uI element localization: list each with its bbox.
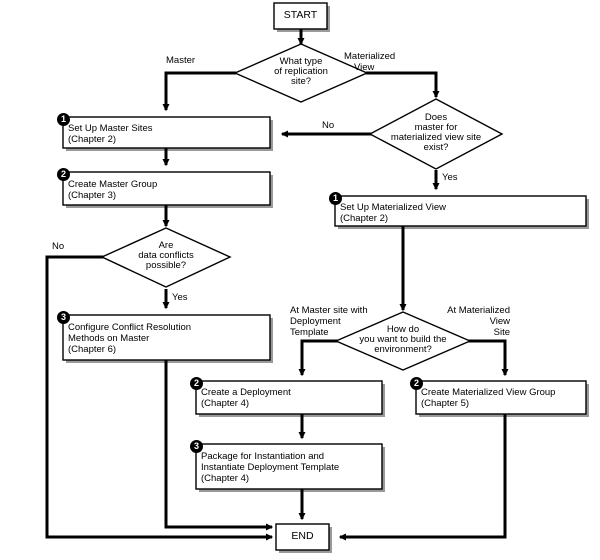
box-package-instantiate-deployment-template	[195, 443, 383, 490]
edge-label-materialized-view-line1: Materialized	[344, 51, 396, 62]
box-label-package-line2: Instantiate Deployment Template	[201, 462, 340, 473]
edge-mv-group-to-end	[338, 413, 507, 541]
diamond-replication-type-line2: of replication	[274, 66, 328, 77]
edge-build-at-master-site	[298, 339, 338, 377]
box-label-set-up-master-sites-line1: Set Up Master Sites	[68, 123, 153, 134]
diamond-data-conflicts	[100, 227, 232, 288]
box-set-up-materialized-view	[334, 195, 587, 227]
diamond-master-exists	[368, 98, 504, 170]
edge-label-at-master-site-line3: Template	[290, 327, 329, 338]
box-label-configure-conflict-resolution-line3: (Chapter 6)	[68, 344, 117, 355]
box-label-configure-conflict-resolution-line2: Methods on Master	[68, 333, 150, 344]
edge-label-master: Master	[166, 55, 196, 66]
box-configure-conflict-resolution	[62, 314, 271, 361]
diamond-data-conflicts-line2: data conflicts	[138, 250, 194, 261]
box-label-set-up-master-sites-line2: (Chapter 2)	[68, 134, 117, 145]
step-badge-create-master-group: 2	[57, 168, 70, 181]
box-label-create-materialized-view-group-line1: Create Materialized View Group	[421, 387, 556, 398]
edge-build-at-mv-site	[468, 339, 509, 377]
box-label-create-a-deployment-line1: Create a Deployment	[201, 387, 291, 398]
box-create-materialized-view-group	[415, 380, 587, 415]
box-label-set-up-materialized-view-line2: (Chapter 2)	[340, 213, 389, 224]
box-label-create-materialized-view-group-line2: (Chapter 5)	[421, 398, 470, 409]
edge-no-data-conflicts	[45, 255, 274, 541]
terminal-end	[275, 523, 330, 551]
step-badge-configure-conflict-resolution: 3	[57, 311, 70, 324]
step-badge-package-instantiate-deployment-template: 3	[190, 440, 203, 453]
diamond-master-exists-line4: exist?	[423, 142, 449, 153]
connector-lines	[45, 29, 509, 541]
edge-label-materialized-view-line2: View	[354, 62, 375, 73]
terminal-start-label: START	[283, 9, 318, 21]
step-badge-set-up-master-sites: 1	[57, 113, 70, 126]
diamond-master-exists-line2: master for	[414, 122, 458, 133]
diamond-master-exists-line3: materialized view site	[390, 132, 482, 143]
diamond-master-exists-line1: Does	[424, 112, 448, 123]
box-label-package-line3: (Chapter 4)	[201, 473, 250, 484]
edge-label-yes-master-exists: Yes	[442, 172, 458, 183]
terminal-start	[273, 2, 328, 30]
edge-label-at-mv-site-line3: Site	[493, 327, 510, 338]
diamond-replication-type-line3: site?	[290, 76, 312, 87]
box-label-create-master-group-line1: Create Master Group	[68, 179, 158, 190]
diamond-replication-type	[233, 43, 369, 103]
edge-master-branch	[162, 71, 236, 112]
box-label-package-line1: Package for Instantiation and	[201, 451, 325, 462]
step-badge-create-materialized-view-group: 2	[410, 377, 423, 390]
edge-label-at-mv-site-line1: At Materialized	[447, 305, 510, 316]
box-label-configure-conflict-resolution-line1: Configure Conflict Resolution	[68, 322, 192, 333]
edge-label-no-master-exists: No	[322, 120, 335, 131]
edge-label-at-master-site-line2: Deployment	[290, 316, 341, 327]
step-badge-set-up-materialized-view: 1	[329, 192, 342, 205]
step-badge-create-a-deployment: 2	[190, 377, 203, 390]
diamond-replication-type-line1: What type	[279, 56, 323, 67]
box-label-create-master-group-line2: (Chapter 3)	[68, 190, 117, 201]
diamond-build-environment-line1: How do	[386, 324, 420, 335]
box-set-up-master-sites	[62, 116, 271, 149]
edge-label-at-mv-site-line2: View	[489, 316, 510, 327]
box-label-set-up-materialized-view-line1: Set Up Materialized View	[340, 202, 446, 213]
edge-conflict-resolution-to-end	[164, 360, 274, 531]
box-create-a-deployment	[195, 380, 383, 415]
diamond-build-environment-line2: you want to build the	[359, 334, 447, 345]
edge-materialized-view-branch	[366, 71, 440, 99]
edge-label-at-master-site-line1: At Master site with	[290, 305, 368, 316]
box-label-create-a-deployment-line2: (Chapter 4)	[201, 398, 250, 409]
diamond-build-environment-line3: environment?	[374, 344, 432, 355]
terminal-end-label: END	[291, 530, 314, 542]
diamond-data-conflicts-line3: possible?	[145, 260, 187, 271]
diamond-build-environment	[334, 311, 472, 371]
edge-label-no-data-conflicts: No	[52, 241, 65, 252]
box-create-master-group	[62, 171, 271, 206]
edge-label-yes-data-conflicts: Yes	[172, 292, 188, 303]
diamond-data-conflicts-line1: Are	[158, 240, 174, 251]
